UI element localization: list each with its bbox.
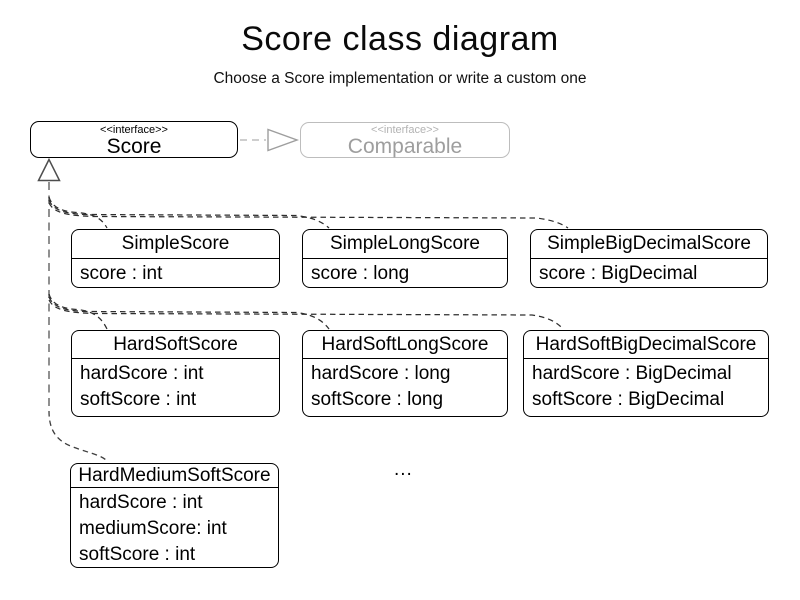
- class-attribute: softScore : int: [80, 389, 197, 410]
- class-name-label: SimpleLongScore: [303, 230, 507, 259]
- class-name-label: HardSoftBigDecimalScore: [524, 331, 768, 359]
- class-attribute: score : long: [311, 263, 410, 284]
- connector-simplebigdecimalscore: [48, 202, 569, 229]
- connector-hardsoftscore: [48, 293, 108, 330]
- class-attribute: softScore : long: [311, 389, 444, 410]
- realization-trunk: [37, 157, 109, 463]
- class-name-label: SimpleScore: [72, 230, 279, 259]
- class-box-simplescore: SimpleScore score : int: [71, 229, 280, 288]
- page-subtitle: Choose a Score implementation or write a…: [213, 70, 587, 87]
- realization-connector-comparable: [240, 128, 300, 152]
- connector-hardsoftlongscore: [48, 296, 330, 330]
- class-attribute: softScore : BigDecimal: [532, 389, 725, 410]
- class-box-simplebigdecimalscore: SimpleBigDecimalScore score : BigDecimal: [530, 229, 768, 288]
- class-attribute: hardScore : long: [311, 363, 451, 384]
- interface-name: Score: [106, 134, 162, 158]
- class-box-hardmediumsoftscore: HardMediumSoftScore hardScore : int medi…: [70, 463, 279, 568]
- class-attribute: hardScore : int: [80, 363, 204, 384]
- class-attribute: score : BigDecimal: [539, 263, 698, 284]
- class-name-label: HardSoftScore: [72, 331, 279, 359]
- connector-simplescore: [48, 196, 108, 229]
- class-attribute: softScore : int: [79, 544, 196, 565]
- class-box-hardsoftbigdecimalscore: HardSoftBigDecimalScore hardScore : BigD…: [523, 330, 769, 417]
- class-attribute: score : int: [80, 263, 163, 284]
- class-box-hardsoftlongscore: HardSoftLongScore hardScore : long softS…: [302, 330, 508, 417]
- class-attribute: hardScore : int: [79, 492, 203, 513]
- hollow-triangle-right-icon: [267, 128, 300, 152]
- stereotype-label: <<interface>>: [371, 124, 439, 136]
- connector-hardmediumsoftscore: [48, 410, 109, 463]
- interface-box-comparable: <<interface>> Comparable: [300, 122, 510, 158]
- class-attribute: hardScore : BigDecimal: [532, 363, 732, 384]
- interface-box-score: <<interface>> Score: [30, 121, 238, 158]
- ellipsis-label: ...: [394, 459, 413, 480]
- class-name-label: HardSoftLongScore: [303, 331, 507, 359]
- interface-name: Comparable: [347, 135, 463, 158]
- class-name-label: HardMediumSoftScore: [71, 464, 278, 488]
- stereotype-label: <<interface>>: [100, 123, 168, 136]
- connector-hardsoftbigdecimalscore: [48, 299, 564, 330]
- hollow-triangle-up-icon: [37, 157, 61, 182]
- class-box-simplelongscore: SimpleLongScore score : long: [302, 229, 508, 288]
- class-name-label: SimpleBigDecimalScore: [531, 230, 767, 259]
- class-box-hardsoftscore: HardSoftScore hardScore : int softScore …: [71, 330, 280, 417]
- page-title: Score class diagram: [241, 20, 559, 58]
- class-attribute: mediumScore: int: [79, 518, 227, 539]
- connector-simplelongscore: [48, 199, 330, 229]
